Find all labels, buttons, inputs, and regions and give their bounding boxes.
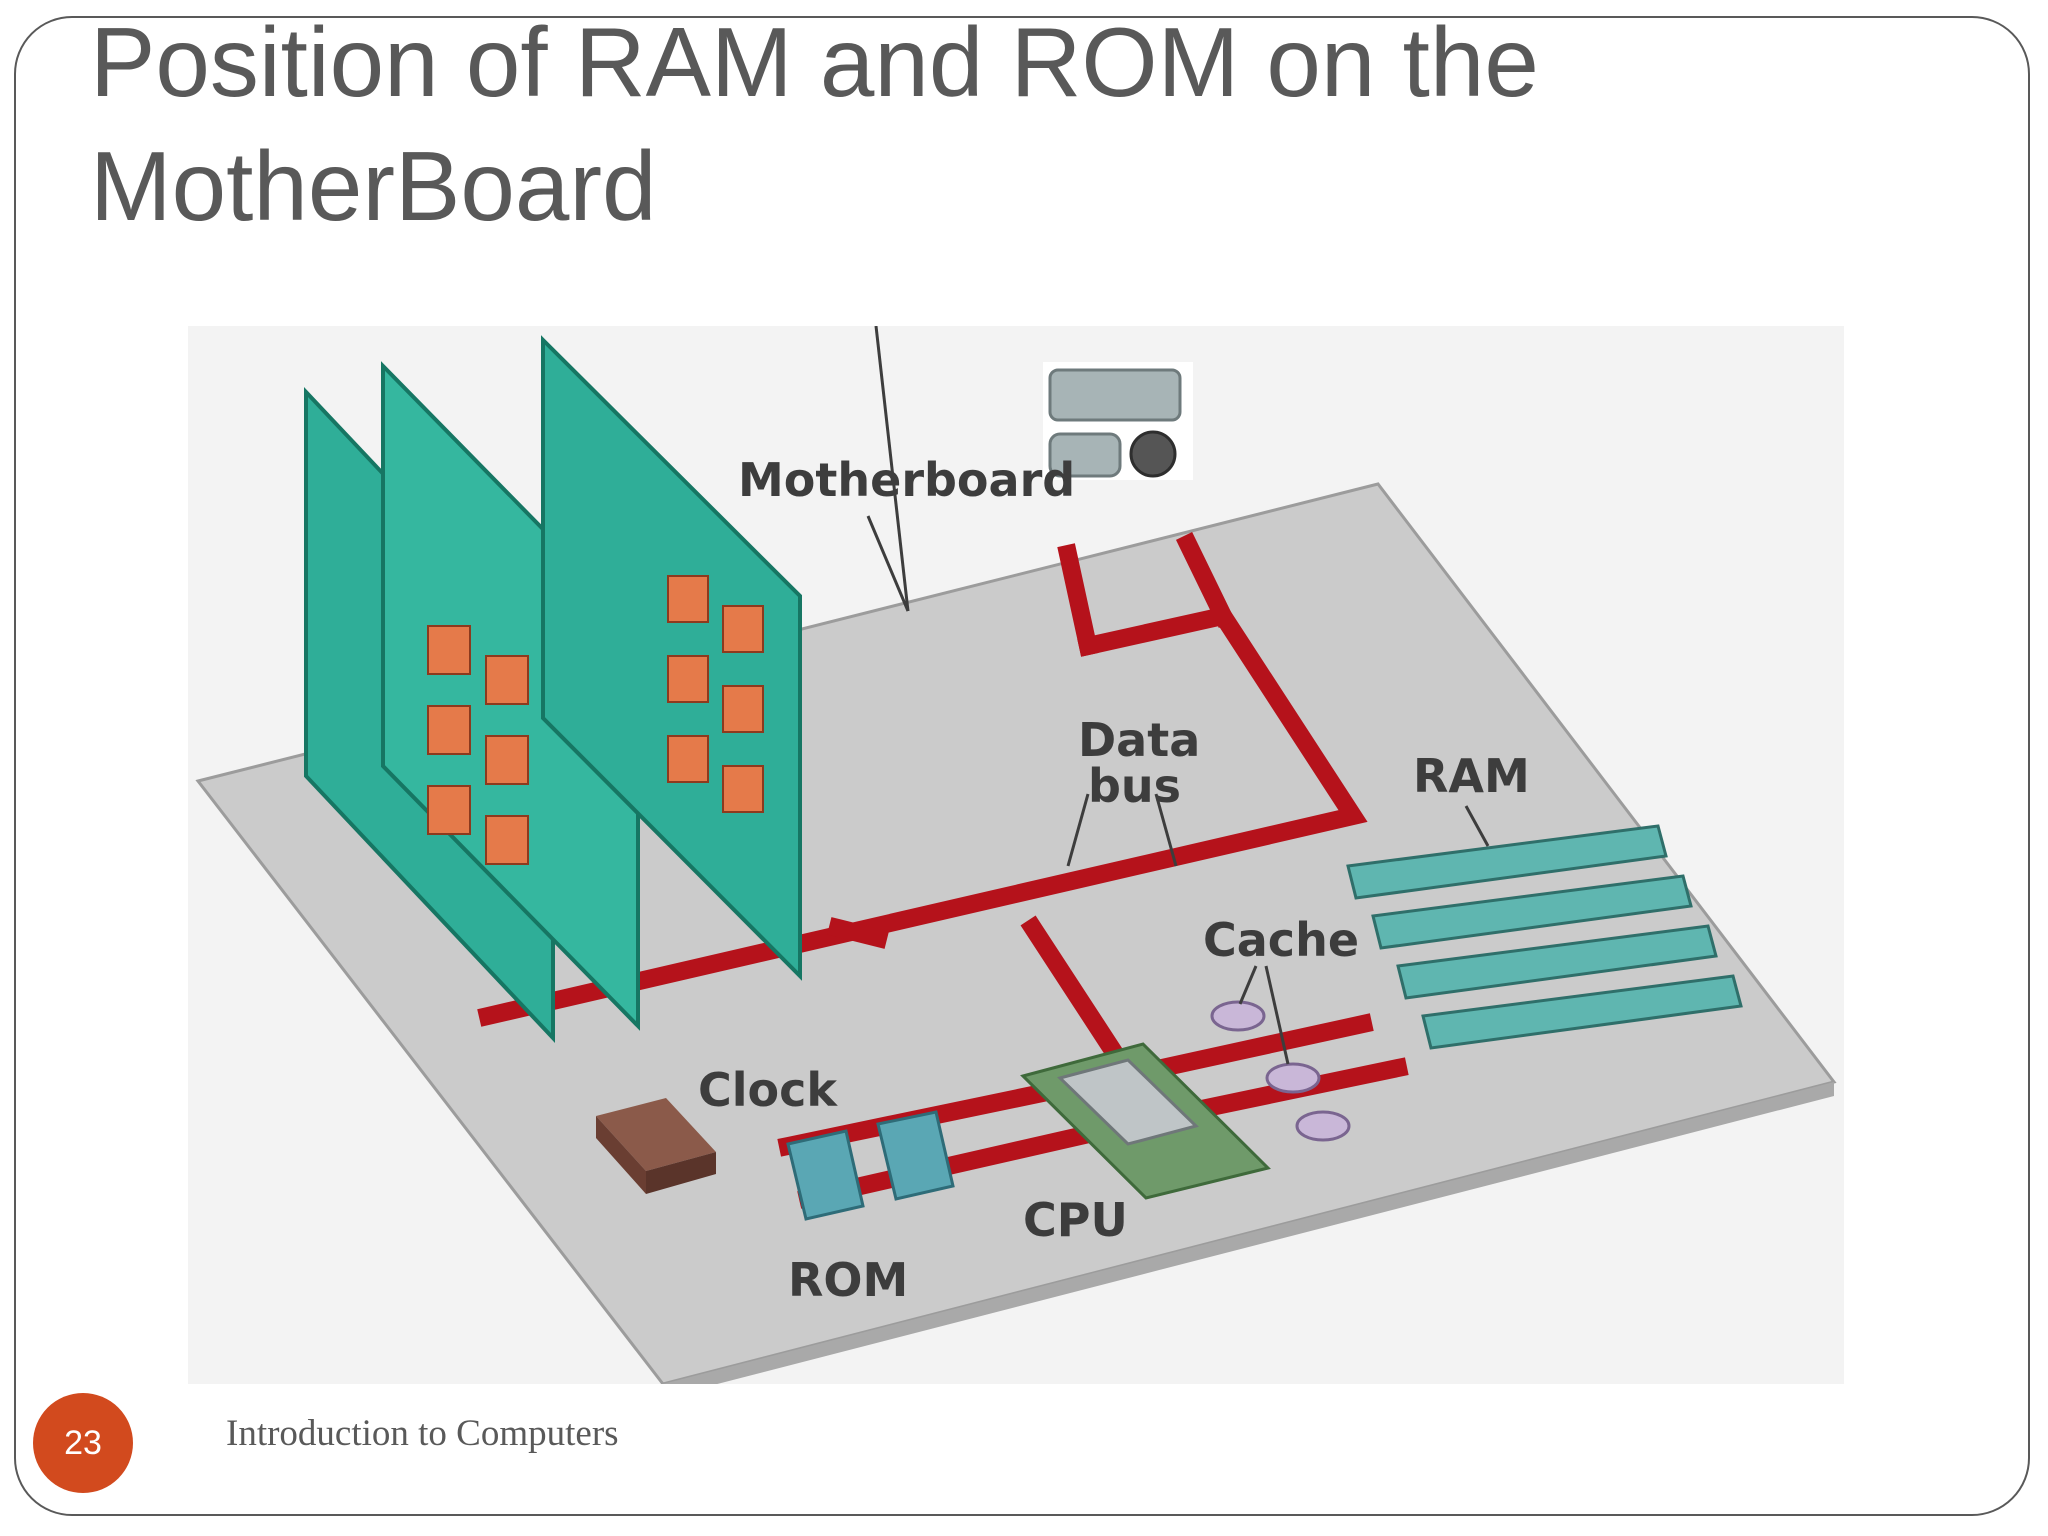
page-number-badge: 23: [33, 1393, 133, 1493]
label-ram: RAM: [1413, 749, 1530, 803]
bus-main-trace: [477, 605, 1368, 1027]
chip: [485, 815, 529, 865]
motherboard-diagram-svg: Motherboard Data bus RAM Cache Clock ROM…: [195, 326, 1837, 1384]
label-rom: ROM: [788, 1253, 908, 1307]
chip: [427, 705, 471, 755]
clock-chip-front: [646, 1152, 716, 1194]
bus-port-trace-2: [1057, 543, 1099, 657]
chip: [667, 655, 709, 703]
data-bus-leader-left: [1066, 793, 1090, 867]
ps2-port: [1129, 430, 1177, 478]
clock-chip: [596, 1098, 716, 1194]
serial-port: [1048, 432, 1122, 478]
ram-module-3: [1396, 924, 1718, 1000]
ram-module-2: [1371, 874, 1693, 950]
bus-card-trace: [827, 917, 889, 949]
data-bus-leader-right: [1154, 793, 1178, 867]
clock-chip-top: [596, 1098, 716, 1171]
leader-lines: [866, 326, 1490, 1065]
chip: [427, 625, 471, 675]
chip: [722, 765, 764, 813]
label-data-bus-line1: Data: [1078, 713, 1200, 767]
ram-module-4: [1421, 974, 1743, 1050]
chip: [667, 735, 709, 783]
ram-leader: [1464, 805, 1490, 847]
chip: [722, 685, 764, 733]
cache-leader-right: [1264, 965, 1290, 1065]
chip: [667, 575, 709, 623]
rom-chip-1: [786, 1129, 865, 1221]
motherboard-diagram: Motherboard Data bus RAM Cache Clock ROM…: [188, 326, 1844, 1384]
ram-module-1: [1346, 824, 1668, 900]
motherboard-leader: [874, 326, 910, 612]
parallel-port: [1048, 368, 1182, 422]
cpu-socket: [1020, 1042, 1271, 1200]
footer-text: Introduction to Computers: [226, 1413, 619, 1454]
rom-chip-2: [876, 1110, 955, 1201]
expansion-cards: [304, 335, 802, 1044]
rom-chips: [786, 1110, 955, 1221]
cache-leader-left: [1238, 965, 1258, 1005]
card-chips: [427, 575, 764, 865]
chip: [485, 735, 529, 785]
label-clock: Clock: [698, 1063, 838, 1117]
label-cpu: CPU: [1023, 1193, 1128, 1247]
cache-chip: [1210, 1000, 1266, 1032]
cache-chip: [1295, 1110, 1351, 1142]
cache-chip: [1265, 1062, 1321, 1094]
cache-chips: [1210, 1000, 1351, 1142]
cpu-chip: [1057, 1058, 1199, 1146]
label-motherboard: Motherboard: [738, 453, 1075, 507]
clock-chip-side: [596, 1116, 646, 1194]
slide-title: Position of RAM and ROM on the MotherBoa…: [90, 7, 1539, 241]
label-cache: Cache: [1203, 913, 1359, 967]
label-data-bus-line2: bus: [1088, 759, 1181, 813]
ram-modules: [1346, 824, 1743, 1050]
bus-cpu-trace: [1020, 915, 1136, 1079]
io-ports: [1043, 362, 1193, 480]
chip: [427, 785, 471, 835]
chip: [722, 605, 764, 653]
motherboard-plate-edge: [663, 1082, 1834, 1384]
bus-port-trace-1: [1175, 531, 1236, 629]
motherboard-leader-line: [866, 515, 910, 612]
chip: [485, 655, 529, 705]
